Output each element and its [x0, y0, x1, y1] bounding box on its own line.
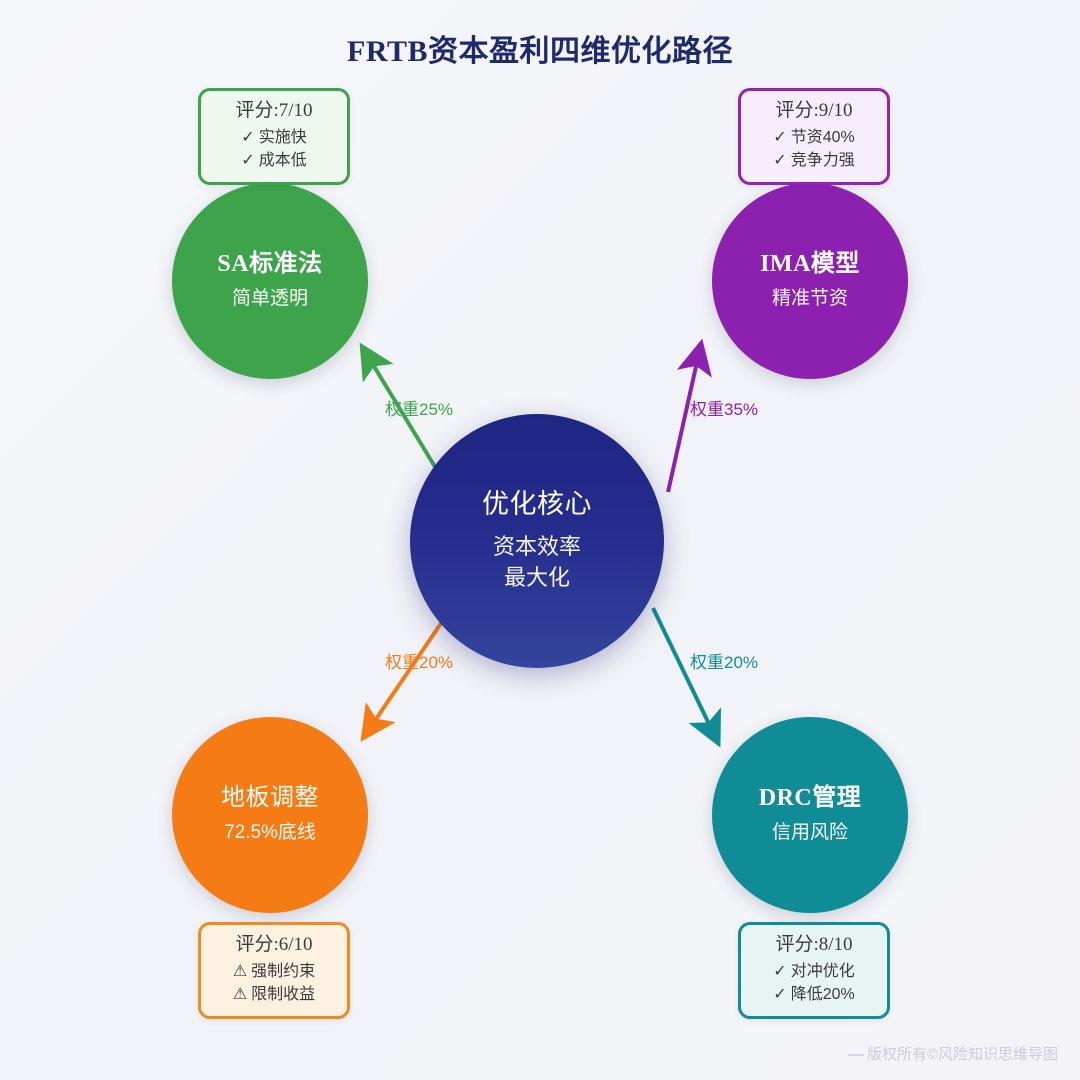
score-card-ima-item-1: ✓节资40%	[747, 127, 881, 150]
score-card-ima[interactable]: 评分:9/10 ✓节资40% ✓竞争力强	[738, 88, 890, 186]
score-card-sa-item-1: ✓实施快	[207, 127, 341, 150]
edge-label-ima: 权重35%	[690, 400, 759, 419]
score-card-floor-item-1-text: 强制约束	[251, 962, 316, 980]
node-floor-title: 地板调整	[221, 784, 319, 812]
node-center[interactable]: 优化核心 资本效率 最大化	[410, 414, 664, 668]
node-sa-subtitle: 简单透明	[231, 288, 308, 310]
score-card-drc-item-1-text: 对冲优化	[790, 962, 855, 980]
score-card-sa[interactable]: 评分:7/10 ✓实施快 ✓成本低	[198, 88, 350, 186]
edge-label-floor: 权重20%	[385, 653, 454, 672]
score-card-floor-score: 评分:6/10	[235, 934, 313, 955]
arrow-center-to-ima	[666, 338, 712, 493]
edge-label-sa: 权重25%	[385, 400, 454, 419]
score-card-ima-item-2: ✓竞争力强	[747, 150, 881, 173]
arrow-center-to-sa	[359, 342, 445, 482]
score-card-floor[interactable]: 评分:6/10 ⚠强制约束 ⚠限制收益	[198, 922, 350, 1020]
score-card-sa-score: 评分:7/10	[235, 100, 313, 121]
warning-icon: ⚠	[232, 985, 248, 1003]
score-card-ima-item-1-text: 节资40%	[790, 128, 855, 146]
node-drc-subtitle: 信用风险	[771, 822, 848, 844]
score-card-drc-item-1: ✓对冲优化	[747, 961, 881, 984]
warning-icon: ⚠	[232, 962, 248, 980]
score-card-floor-item-2: ⚠限制收益	[207, 984, 341, 1007]
arrow-center-to-drc	[651, 607, 721, 748]
node-floor-subtitle: 72.5%底线	[224, 822, 316, 844]
check-icon: ✓	[773, 962, 787, 980]
watermark-dash-icon	[847, 1054, 864, 1057]
score-card-drc-item-2-text: 降低20%	[790, 985, 855, 1003]
score-card-drc[interactable]: 评分:8/10 ✓对冲优化 ✓降低20%	[738, 922, 890, 1020]
node-sa-title: SA标准法	[217, 251, 323, 278]
node-floor[interactable]: 地板调整 72.5%底线	[172, 717, 368, 913]
score-card-drc-item-2: ✓降低20%	[747, 984, 881, 1007]
watermark: 版权所有©风险知识思维导图	[847, 1043, 1058, 1064]
score-card-ima-score: 评分:9/10	[775, 100, 853, 121]
node-center-title: 优化核心	[482, 489, 592, 520]
check-icon: ✓	[241, 151, 255, 169]
score-card-sa-item-1-text: 实施快	[258, 128, 307, 146]
check-icon: ✓	[773, 151, 787, 169]
watermark-text: 版权所有©风险知识思维导图	[866, 1046, 1058, 1063]
node-ima-subtitle: 精准节资	[771, 288, 848, 310]
arrow-center-to-floor	[360, 611, 450, 742]
page-title: FRTB资本盈利四维优化路径	[347, 35, 733, 68]
score-card-ima-item-2-text: 竞争力强	[790, 151, 855, 169]
score-card-sa-item-2-text: 成本低	[258, 151, 307, 169]
score-card-drc-score: 评分:8/10	[775, 934, 853, 955]
node-center-subtitle: 资本效率 最大化	[493, 532, 581, 594]
node-ima-title: IMA模型	[760, 251, 860, 278]
score-card-floor-item-1: ⚠强制约束	[207, 961, 341, 984]
edge-label-drc: 权重20%	[690, 653, 759, 672]
score-card-floor-item-2-text: 限制收益	[251, 985, 316, 1003]
node-sa[interactable]: SA标准法 简单透明	[172, 183, 368, 379]
node-center-subtitle-line1: 资本效率	[492, 534, 581, 560]
node-drc[interactable]: DRC管理 信用风险	[712, 717, 908, 913]
check-icon: ✓	[241, 128, 255, 146]
node-ima[interactable]: IMA模型 精准节资	[712, 183, 908, 379]
score-card-sa-item-2: ✓成本低	[207, 150, 341, 173]
check-icon: ✓	[773, 128, 787, 146]
node-center-subtitle-line2: 最大化	[503, 564, 570, 590]
node-drc-title: DRC管理	[758, 785, 862, 812]
check-icon: ✓	[773, 985, 787, 1003]
